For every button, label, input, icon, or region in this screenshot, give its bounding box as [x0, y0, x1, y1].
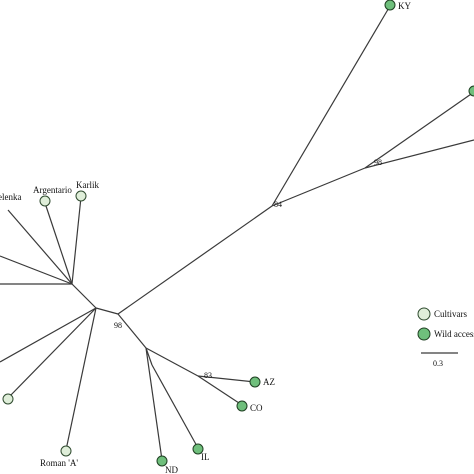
- branch-83-to-co: [197, 375, 243, 406]
- tip-node-co[interactable]: [236, 400, 248, 412]
- support-values: 98 84 98 83: [114, 158, 382, 380]
- tip-labels: KY elenka Argentario Karlik Roman 'A' AZ…: [0, 1, 411, 474]
- tip-node-lower-left[interactable]: [2, 393, 14, 405]
- branch-hub-to-roman: [65, 307, 97, 451]
- tip-label-elenka: elenka: [0, 192, 21, 202]
- branch-to-karlik: [71, 196, 82, 285]
- tip-node-roman-a[interactable]: [60, 445, 72, 457]
- branch-84-to-98: [271, 167, 366, 207]
- branch-84-to-ky: [271, 5, 391, 207]
- tip-label-nd: ND: [165, 465, 178, 474]
- branch-wild-hub-to-il-node: [145, 347, 153, 366]
- tip-node-karlik[interactable]: [75, 190, 87, 202]
- branch-center-to-wild-hub: [117, 313, 147, 349]
- legend-cultivars-swatch: [417, 307, 431, 321]
- tip-label-argentario: Argentario: [33, 185, 72, 195]
- legend-wild-label: Wild accessi: [434, 329, 474, 339]
- branch-83-to-az: [197, 375, 256, 383]
- tip-node-ky[interactable]: [384, 0, 396, 11]
- tip-label-ky: KY: [398, 1, 411, 11]
- branch-98-to-right: [364, 139, 474, 169]
- legend-wild-swatch: [417, 327, 431, 341]
- scale-bar-label: 0.3: [433, 359, 443, 368]
- tip-node-az[interactable]: [249, 376, 261, 388]
- branch-to-left-1: [0, 255, 73, 285]
- wild-tips: [156, 0, 474, 467]
- tip-node-top-right[interactable]: [468, 85, 474, 97]
- support-84: 84: [274, 200, 282, 209]
- branch-to-argentario: [44, 202, 73, 285]
- tip-node-il[interactable]: [192, 443, 204, 455]
- tip-label-il: IL: [201, 452, 210, 462]
- support-98-upper: 98: [374, 158, 382, 167]
- tip-node-argentario[interactable]: [39, 195, 51, 207]
- tip-node-nd[interactable]: [156, 455, 168, 467]
- support-83: 83: [204, 371, 212, 380]
- support-98-center: 98: [114, 321, 122, 330]
- branch-wild-hub-to-nd: [145, 347, 163, 461]
- branch-hub-to-lower-left: [0, 307, 97, 363]
- legend-cultivars-label: Cultivars: [434, 309, 467, 319]
- branch-98-to-top-right: [364, 91, 474, 169]
- cultivar-tips: [2, 190, 87, 457]
- branch-center-to-84: [117, 205, 273, 315]
- legend: Cultivars Wild accessi: [417, 307, 474, 341]
- tip-label-co: CO: [250, 403, 263, 413]
- tip-label-roman-a: Roman 'A': [40, 458, 78, 468]
- branch-to-il: [151, 364, 199, 449]
- tip-label-karlik: Karlik: [76, 180, 99, 190]
- scale-bar: 0.3: [421, 352, 458, 368]
- branch-to-elenka: [7, 209, 73, 285]
- tip-label-az: AZ: [263, 377, 275, 387]
- branch-wild-hub-to-83: [145, 347, 199, 377]
- branch-hub-to-cultivar-node: [71, 283, 97, 309]
- tree-branches: [0, 5, 474, 461]
- branch-center-to-cultivar-hub: [95, 307, 119, 315]
- branch-hub-to-lower-left-tip: [7, 307, 97, 399]
